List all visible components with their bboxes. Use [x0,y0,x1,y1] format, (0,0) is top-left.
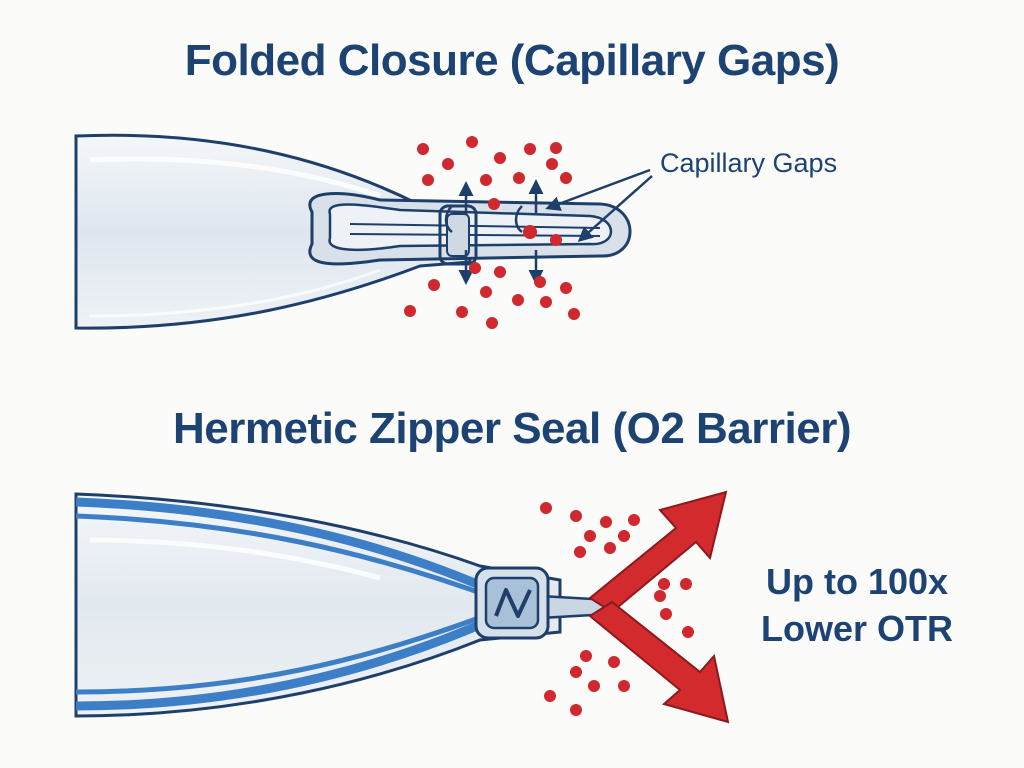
zipper-seal-title: Hermetic Zipper Seal (O2 Barrier) [173,404,851,453]
lower-otr-callout: Up to 100x Lower OTR [742,558,972,652]
zipper-bag [74,492,562,718]
zipper-seal [474,566,618,640]
folded-closure [308,192,632,266]
capillary-gaps-label: Capillary Gaps [660,148,838,178]
leak-arrows [444,179,544,285]
otr-callout-line-2: Lower OTR [760,608,953,649]
capillary-gaps-pointer-arrows [545,168,653,242]
oxygen-dots-bottom [540,502,694,716]
folded-closure-title: Folded Closure (Capillary Gaps) [184,36,840,85]
oxygen-dots-top [404,136,580,329]
folded-bag [74,133,472,330]
oxygen-deflection-arrows [588,490,730,724]
otr-callout-line-1: Up to 100x [765,561,949,602]
